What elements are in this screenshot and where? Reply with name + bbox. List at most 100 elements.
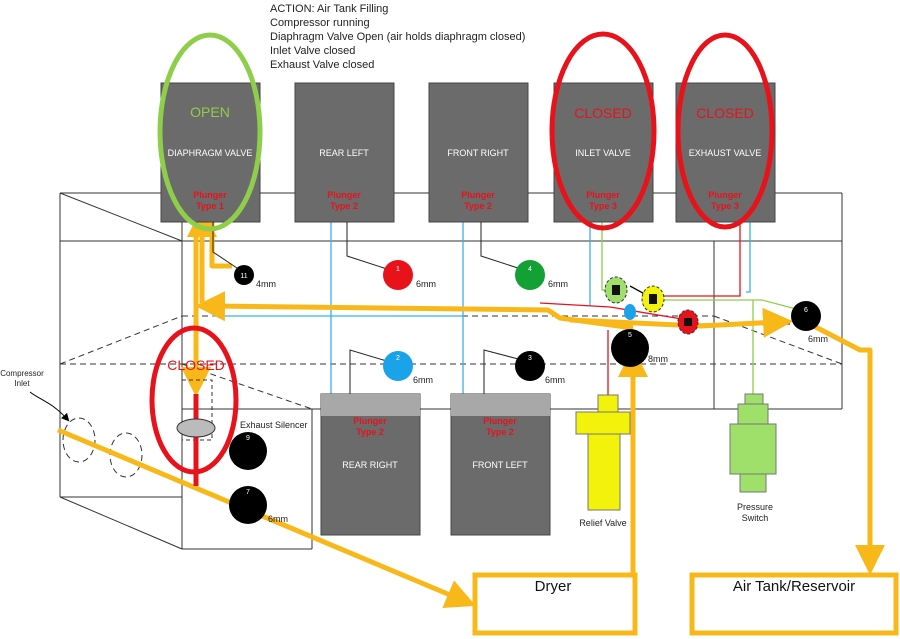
plunger-type: Type 2	[464, 201, 492, 211]
port-1: 1 6mm	[383, 260, 436, 290]
solenoid-name: REAR LEFT	[319, 148, 369, 158]
port-size: 6mm	[808, 334, 828, 344]
plunger-label: Plunger	[483, 416, 517, 426]
port-circle	[791, 301, 821, 331]
port-size: 6mm	[548, 279, 568, 289]
solenoid-cap	[321, 394, 420, 416]
diaphragm-closed-label: CLOSED	[167, 357, 225, 373]
solenoid-cap	[451, 394, 550, 416]
port-number: 11	[240, 273, 247, 280]
plunger-type: Type 2	[330, 201, 358, 211]
solenoid-front-left: Plunger Type 2 FRONT LEFT	[450, 393, 551, 536]
port-number: 1	[396, 266, 400, 273]
state-label: CLOSED	[696, 105, 754, 121]
port-size: 6mm	[545, 375, 565, 385]
port-11: 11 4mm	[234, 265, 276, 289]
solenoid-body	[428, 82, 529, 223]
port-circle	[515, 260, 545, 290]
port-circle	[383, 351, 413, 381]
plunger-label: Plunger	[708, 190, 742, 200]
solenoid-rear-right: Plunger Type 2 REAR RIGHT	[320, 393, 421, 536]
compressor-inlet-label-2: Inlet	[14, 379, 30, 388]
action-line-1: ACTION: Air Tank Filling	[270, 3, 388, 15]
port-size: 6mm	[416, 279, 436, 289]
plunger-label: Plunger	[461, 190, 495, 200]
port-number: 6	[804, 307, 808, 314]
port-number: 2	[396, 355, 400, 362]
state-label: OPEN	[190, 104, 230, 120]
solenoid-name: FRONT RIGHT	[447, 148, 509, 158]
check-valves	[604, 276, 699, 335]
action-line-2: Compressor running	[270, 17, 370, 29]
port-size: 6mm	[268, 514, 288, 524]
closed-indicator-ring-diaphragm	[149, 325, 239, 475]
port-6: 6 6mm	[791, 301, 828, 344]
plunger-type: Type 1	[196, 201, 224, 211]
pressure-switch-label-1: Pressure	[737, 502, 773, 512]
pressure-switch: Pressure Switch	[729, 393, 777, 523]
solenoid-name: DIAPHRAGM VALVE	[168, 148, 253, 158]
port-5: 5 8mm	[611, 329, 668, 367]
port-size: 6mm	[413, 375, 433, 385]
port-circle	[611, 329, 649, 367]
port-7: 7 6mm	[229, 486, 288, 524]
port-number: 9	[246, 435, 250, 442]
open-indicator-ring	[157, 32, 263, 232]
solenoid-body	[294, 82, 395, 223]
port-leads	[212, 222, 525, 394]
check-valve-blue	[624, 304, 636, 320]
closed-indicator-ring-exhaust	[675, 32, 775, 230]
state-label: CLOSED	[574, 105, 632, 121]
action-line-4: Inlet Valve closed	[270, 45, 355, 57]
solenoid-name: REAR RIGHT	[342, 460, 398, 470]
solenoid-name: FRONT LEFT	[472, 460, 528, 470]
solenoid-name: EXHAUST VALVE	[689, 148, 762, 158]
solenoid-body	[553, 82, 654, 223]
port-3: 3 6mm	[515, 351, 565, 385]
airflow-to-port6	[569, 307, 793, 338]
port-circle	[383, 260, 413, 290]
exhaust-silencer-label: Exhaust Silencer	[240, 420, 308, 430]
port-number: 3	[528, 355, 532, 362]
relief-valve-label: Relief Valve	[579, 518, 626, 528]
port-circle	[229, 432, 267, 470]
pressure-switch-label-2: Switch	[742, 513, 769, 523]
solenoid-name: INLET VALVE	[575, 148, 631, 158]
port-number: 4	[528, 266, 532, 273]
air-tank-label: Air Tank/Reservoir	[733, 578, 855, 595]
plunger-type: Type 3	[711, 201, 739, 211]
closed-indicator-ring-inlet	[549, 31, 657, 231]
internal-pipes	[212, 222, 801, 395]
port-number: 5	[628, 332, 632, 339]
diaphragm-disc	[176, 418, 216, 438]
port-size: 4mm	[256, 279, 276, 289]
airflow-paths	[57, 207, 885, 609]
solenoid-front-right: FRONT RIGHT Plunger Type 2	[428, 82, 529, 223]
dryer-label: Dryer	[535, 578, 572, 595]
check-valve-core	[612, 285, 620, 295]
plunger-label: Plunger	[327, 190, 361, 200]
solenoid-body	[320, 393, 421, 536]
port-circle	[229, 486, 267, 524]
port-circle	[515, 351, 545, 381]
compressor-inlet-pointer	[29, 391, 70, 422]
dryer-box: Dryer	[472, 572, 638, 636]
plunger-label: Plunger	[586, 190, 620, 200]
solenoid-body	[450, 393, 551, 536]
solenoid-rear-left: REAR LEFT Plunger Type 2	[294, 82, 395, 223]
relief-valve: Relief Valve	[575, 394, 631, 528]
plunger-label: Plunger	[353, 416, 387, 426]
compressor-inlet-label-1: Compressor	[0, 369, 44, 378]
action-line-3: Diaphragm Valve Open (air holds diaphrag…	[270, 31, 525, 43]
plunger-type: Type 2	[486, 427, 514, 437]
solenoid-inlet: CLOSED INLET VALVE Plunger Type 3	[553, 82, 654, 223]
plunger-label: Plunger	[193, 190, 227, 200]
airflow-to-diaphragm	[195, 291, 634, 331]
airflow-to-air-tank	[804, 319, 885, 575]
port-9: 9	[229, 432, 267, 470]
port-2: 2 6mm	[383, 351, 433, 385]
action-line-5: Exhaust Valve closed	[270, 59, 374, 71]
port-size: 8mm	[648, 354, 668, 364]
plunger-type: Type 3	[589, 201, 617, 211]
